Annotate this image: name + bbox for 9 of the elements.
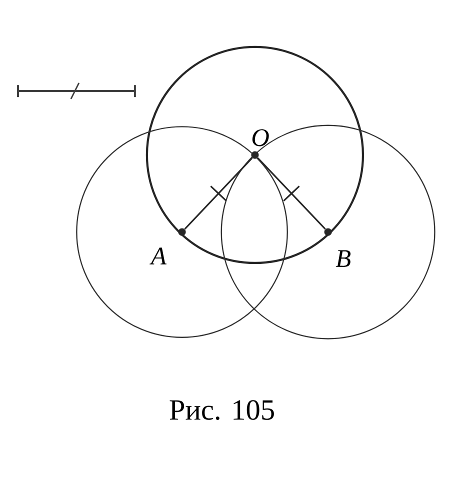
point: A — [150, 228, 186, 264]
node-label: A — [150, 248, 166, 264]
node-label: O — [252, 129, 269, 146]
point: B — [324, 228, 350, 267]
point: O — [251, 129, 269, 159]
segment — [184, 157, 253, 230]
segment — [256, 157, 326, 230]
caption: Рис. 105 — [170, 400, 274, 420]
node-label: B — [336, 250, 350, 267]
